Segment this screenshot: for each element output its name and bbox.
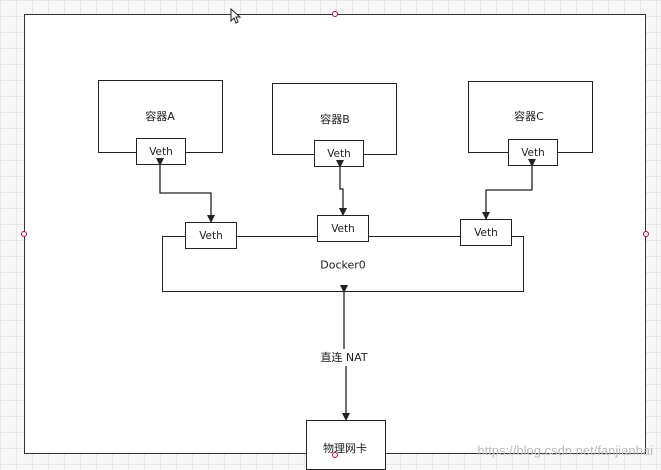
container-c-label: 容器C bbox=[514, 110, 544, 123]
mouse-cursor-icon bbox=[230, 8, 242, 24]
docker0-label: Docker0 bbox=[320, 258, 366, 272]
connector-b bbox=[336, 160, 347, 216]
nic-connection-point[interactable] bbox=[332, 452, 338, 458]
resize-handle-left[interactable] bbox=[21, 231, 27, 237]
watermark: https://blog.csdn.net/fanjianhai bbox=[477, 443, 653, 458]
bridge-veth-b[interactable]: Veth bbox=[317, 215, 369, 242]
physical-nic-label: 物理网卡 bbox=[323, 442, 367, 455]
connector-a bbox=[156, 158, 215, 223]
nat-link-label: 直连 NAT bbox=[318, 348, 370, 366]
container-a-label: 容器A bbox=[145, 110, 175, 123]
resize-handle-right[interactable] bbox=[643, 231, 649, 237]
resize-handle-top[interactable] bbox=[332, 11, 338, 17]
physical-nic-box[interactable] bbox=[306, 420, 386, 470]
container-b-label: 容器B bbox=[320, 113, 350, 126]
connector-c bbox=[482, 159, 536, 220]
